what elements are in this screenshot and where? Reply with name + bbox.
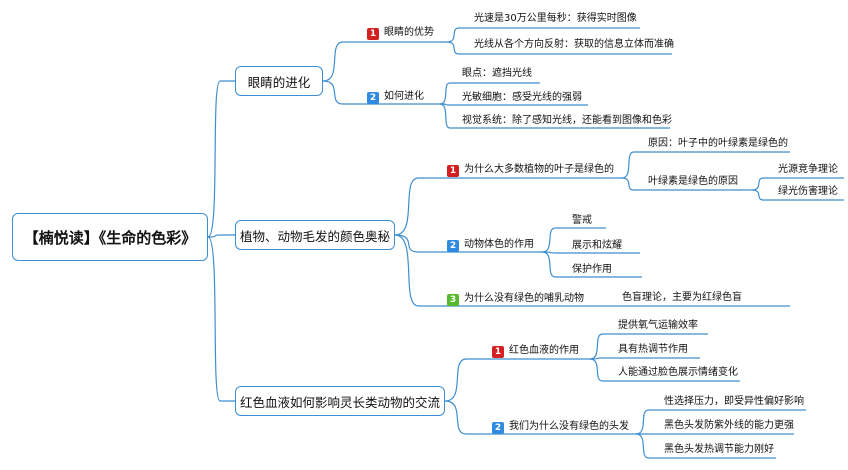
connector-b2s2-i2: [541, 251, 572, 278]
topic-label: 如何进化: [384, 91, 424, 102]
priority-1-badge: 1: [492, 346, 504, 358]
root-node[interactable]: 【楠悦读】《生命的色彩》: [12, 213, 208, 261]
topic-green-leaves[interactable]: 1 为什么大多数植物的叶子是绿色的: [447, 163, 614, 177]
item-warning[interactable]: 警戒: [572, 215, 592, 226]
topic-label: 红色血液的作用: [509, 345, 579, 356]
priority-2-badge: 2: [447, 240, 459, 252]
item-light-reflection[interactable]: 光线从各个方向反射：获取的信息立体而准确: [474, 39, 674, 50]
item-photoreceptor[interactable]: 光敏细胞：感受光线的强弱: [462, 92, 582, 103]
connector-b3s2-i0: [635, 409, 664, 435]
connector-b1s1-i1: [446, 41, 474, 55]
branch-color-mystery[interactable]: 植物、动物毛发的颜色奥秘: [235, 220, 395, 250]
topic-label: 为什么大多数植物的叶子是绿色的: [464, 164, 614, 175]
priority-2-badge: 2: [367, 92, 379, 104]
topic-how-evolve[interactable]: 2 如何进化: [367, 90, 424, 104]
priority-1-badge: 1: [367, 28, 379, 40]
connector-b2s1-s0: [751, 177, 778, 191]
connector-b1s1-i0: [446, 27, 474, 43]
item-light-competition[interactable]: 光源竞争理论: [778, 164, 838, 175]
item-colorblind[interactable]: 色盲理论，主要为红绿色盲: [622, 292, 742, 303]
connector-b1-s1: [322, 41, 367, 82]
connector-root-b1: [207, 80, 235, 238]
connector-b2s2-i0: [541, 227, 572, 253]
item-uv-protection[interactable]: 黑色头发防紫外线的能力更强: [664, 420, 794, 431]
topic-no-green-mammals[interactable]: 3 为什么没有绿色的哺乳动物: [447, 292, 584, 306]
item-thermo[interactable]: 具有热调节作用: [618, 344, 688, 355]
item-black-hair-thermo[interactable]: 黑色头发热调节能力刚好: [664, 444, 774, 455]
connector-root-b2: [207, 234, 235, 238]
item-visual-system[interactable]: 视觉系统：除了感知光线，还能看到图像和色彩: [462, 115, 672, 126]
item-chlorophyll-green[interactable]: 叶绿素是绿色的原因: [648, 176, 738, 187]
item-face-emotion[interactable]: 人能通过脸色展示情绪变化: [618, 367, 738, 378]
connector-b2s1-i0: [621, 151, 648, 179]
connector-b2s1-s1: [751, 189, 778, 201]
topic-no-green-hair[interactable]: 2 我们为什么没有绿色的头发: [492, 420, 629, 434]
item-eyespot[interactable]: 眼点：遮挡光线: [462, 68, 532, 79]
topic-eye-advantages[interactable]: 1 眼睛的优势: [367, 26, 434, 40]
priority-1-badge: 1: [447, 165, 459, 177]
item-chlorophyll-reason[interactable]: 原因：叶子中的叶绿素是绿色的: [648, 138, 788, 149]
topic-red-blood-role[interactable]: 1 红色血液的作用: [492, 344, 579, 358]
connector-b3s2-i2: [635, 433, 664, 459]
connector-b1s2-i0: [439, 82, 462, 105]
branch-eye-evolution[interactable]: 眼睛的进化: [235, 66, 323, 96]
connector-b3s1-i0: [589, 333, 618, 360]
topic-label: 动物体色的作用: [464, 239, 534, 250]
topic-label: 眼睛的优势: [384, 27, 434, 38]
item-sexual-selection[interactable]: 性选择压力，即受异性偏好影响: [664, 396, 804, 407]
topic-label: 为什么没有绿色的哺乳动物: [464, 293, 584, 304]
connector-b2s2-i1: [541, 251, 572, 254]
connector-b3-s1: [444, 358, 492, 402]
connector-b3s1-i2: [589, 358, 618, 382]
connector-b1-s2: [322, 80, 367, 105]
item-display[interactable]: 展示和炫耀: [572, 240, 622, 251]
connector-root-b3: [207, 236, 235, 402]
priority-3-badge: 3: [447, 294, 459, 306]
item-oxygen[interactable]: 提供氧气运输效率: [618, 320, 698, 331]
item-protection[interactable]: 保护作用: [572, 264, 612, 275]
connector-b2-s1: [394, 177, 447, 236]
priority-2-badge: 2: [492, 422, 504, 434]
connector-b2s1-i1: [621, 177, 648, 191]
connector-b3-s2: [444, 400, 492, 435]
topic-animal-color[interactable]: 2 动物体色的作用: [447, 238, 534, 252]
item-green-damage[interactable]: 绿光伤害理论: [778, 186, 838, 197]
connector-b2-s2: [394, 234, 447, 253]
branch-red-blood[interactable]: 红色血液如何影响灵长类动物的交流: [235, 386, 445, 416]
connector-b1s2-i2: [439, 103, 462, 129]
item-light-speed[interactable]: 光速是30万公里每秒：获得实时图像: [474, 13, 637, 24]
topic-label: 我们为什么没有绿色的头发: [509, 421, 629, 432]
connector-b2-s3: [394, 234, 447, 307]
